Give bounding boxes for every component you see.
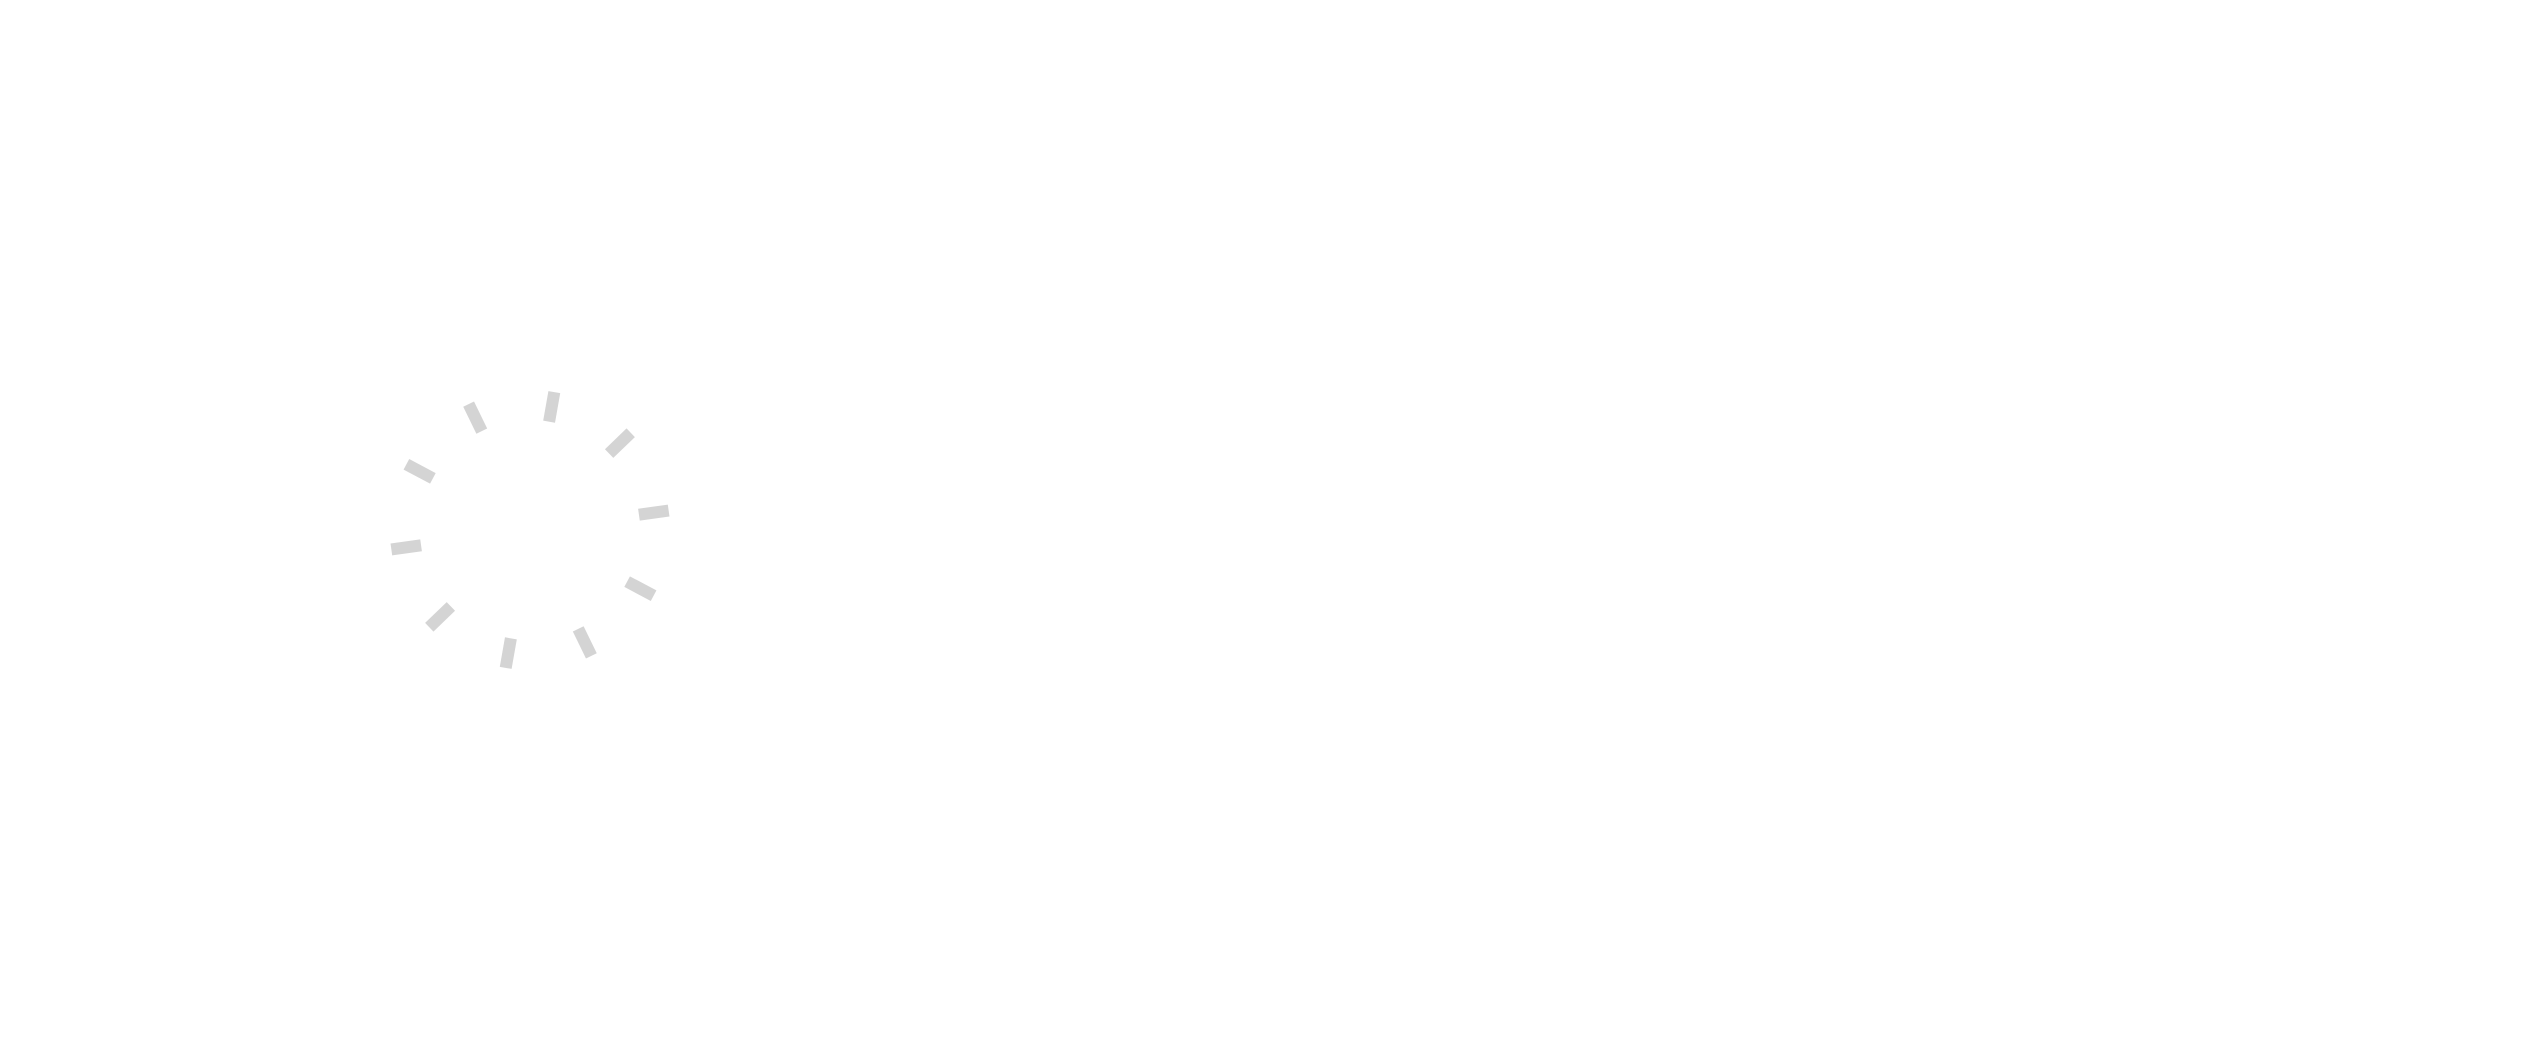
spinner-dash — [624, 576, 657, 602]
spinner-dash — [638, 504, 670, 521]
spinner-dash — [390, 539, 422, 556]
spinner-dash — [604, 428, 635, 458]
spinner-graphic — [390, 391, 670, 669]
spinner-dash — [543, 391, 561, 423]
spinner-dash — [499, 637, 517, 669]
spinner-dash — [463, 401, 488, 434]
spinner-dash — [425, 602, 456, 632]
spinner-dash — [403, 458, 436, 484]
spinner-dash — [572, 626, 597, 659]
loading-spinner-icon — [390, 390, 670, 670]
